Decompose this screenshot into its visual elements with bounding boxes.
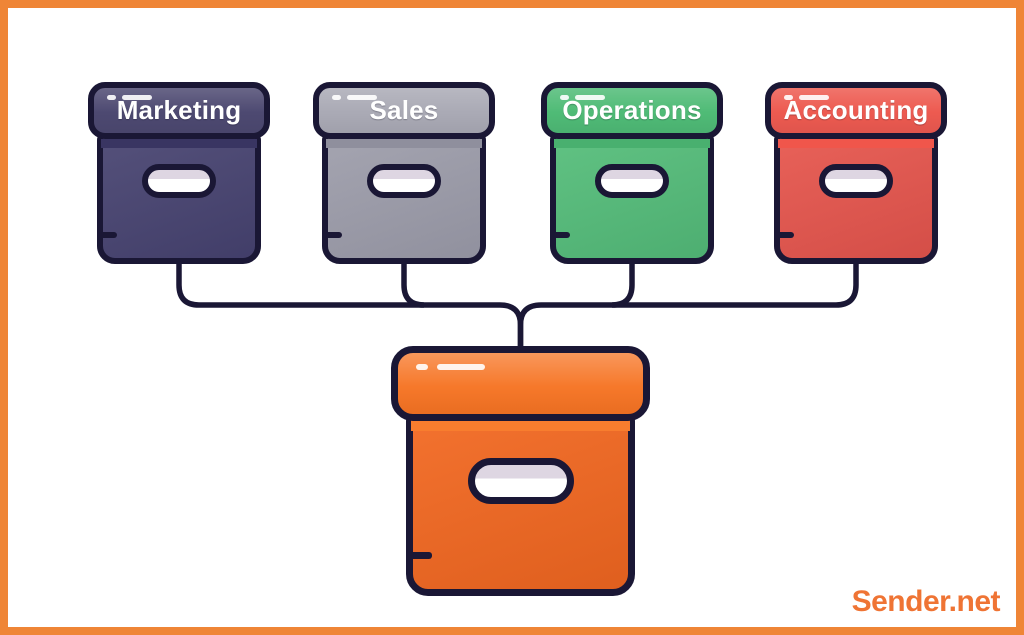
- box-handle-icon: [819, 164, 893, 198]
- lid-gloss-icon: [122, 95, 152, 100]
- lid-gloss-icon: [107, 95, 116, 100]
- lid-gloss-icon: [416, 364, 428, 370]
- box-lid: Sales: [313, 82, 495, 139]
- box-notch: [550, 232, 570, 238]
- box-handle-icon: [367, 164, 441, 198]
- box-lid: [391, 346, 650, 421]
- department-box-accounting: Accounting: [765, 82, 947, 264]
- department-box-operations: Operations: [541, 82, 723, 264]
- box-lid: Marketing: [88, 82, 270, 139]
- box-label: Sales: [369, 95, 439, 125]
- box-notch: [406, 552, 432, 559]
- box-lid: Accounting: [765, 82, 947, 139]
- box-notch: [774, 232, 794, 238]
- box-label: Accounting: [783, 95, 929, 125]
- connector-marketing-to-central: [176, 258, 524, 349]
- lid-gloss-icon: [332, 95, 341, 100]
- box-notch: [322, 232, 342, 238]
- department-box-sales: Sales: [313, 82, 495, 264]
- connector-operations-to-bus: [611, 258, 635, 308]
- box-handle-icon: [467, 458, 574, 504]
- lid-gloss-icon: [575, 95, 605, 100]
- box-label: Operations: [562, 95, 702, 125]
- box-body: [774, 132, 938, 264]
- box-lid: Operations: [541, 82, 723, 139]
- box-handle-icon: [595, 164, 669, 198]
- connector-sales-to-bus: [401, 258, 425, 308]
- box-body: [97, 132, 261, 264]
- box-body: [550, 132, 714, 264]
- connector-accounting-to-central: [517, 258, 859, 349]
- box-notch: [97, 232, 117, 238]
- lid-gloss-icon: [437, 364, 485, 370]
- sender-net-watermark: Sender.net: [851, 585, 1001, 618]
- box-body: [322, 132, 486, 264]
- lid-gloss-icon: [784, 95, 793, 100]
- box-label: Marketing: [116, 95, 242, 125]
- lid-gloss-icon: [347, 95, 377, 100]
- lid-gloss-icon: [560, 95, 569, 100]
- lid-gloss-icon: [799, 95, 829, 100]
- connector-lines: [176, 258, 859, 349]
- central-archive-box: [391, 346, 650, 596]
- department-box-marketing: Marketing: [88, 82, 270, 264]
- box-handle-icon: [142, 164, 216, 198]
